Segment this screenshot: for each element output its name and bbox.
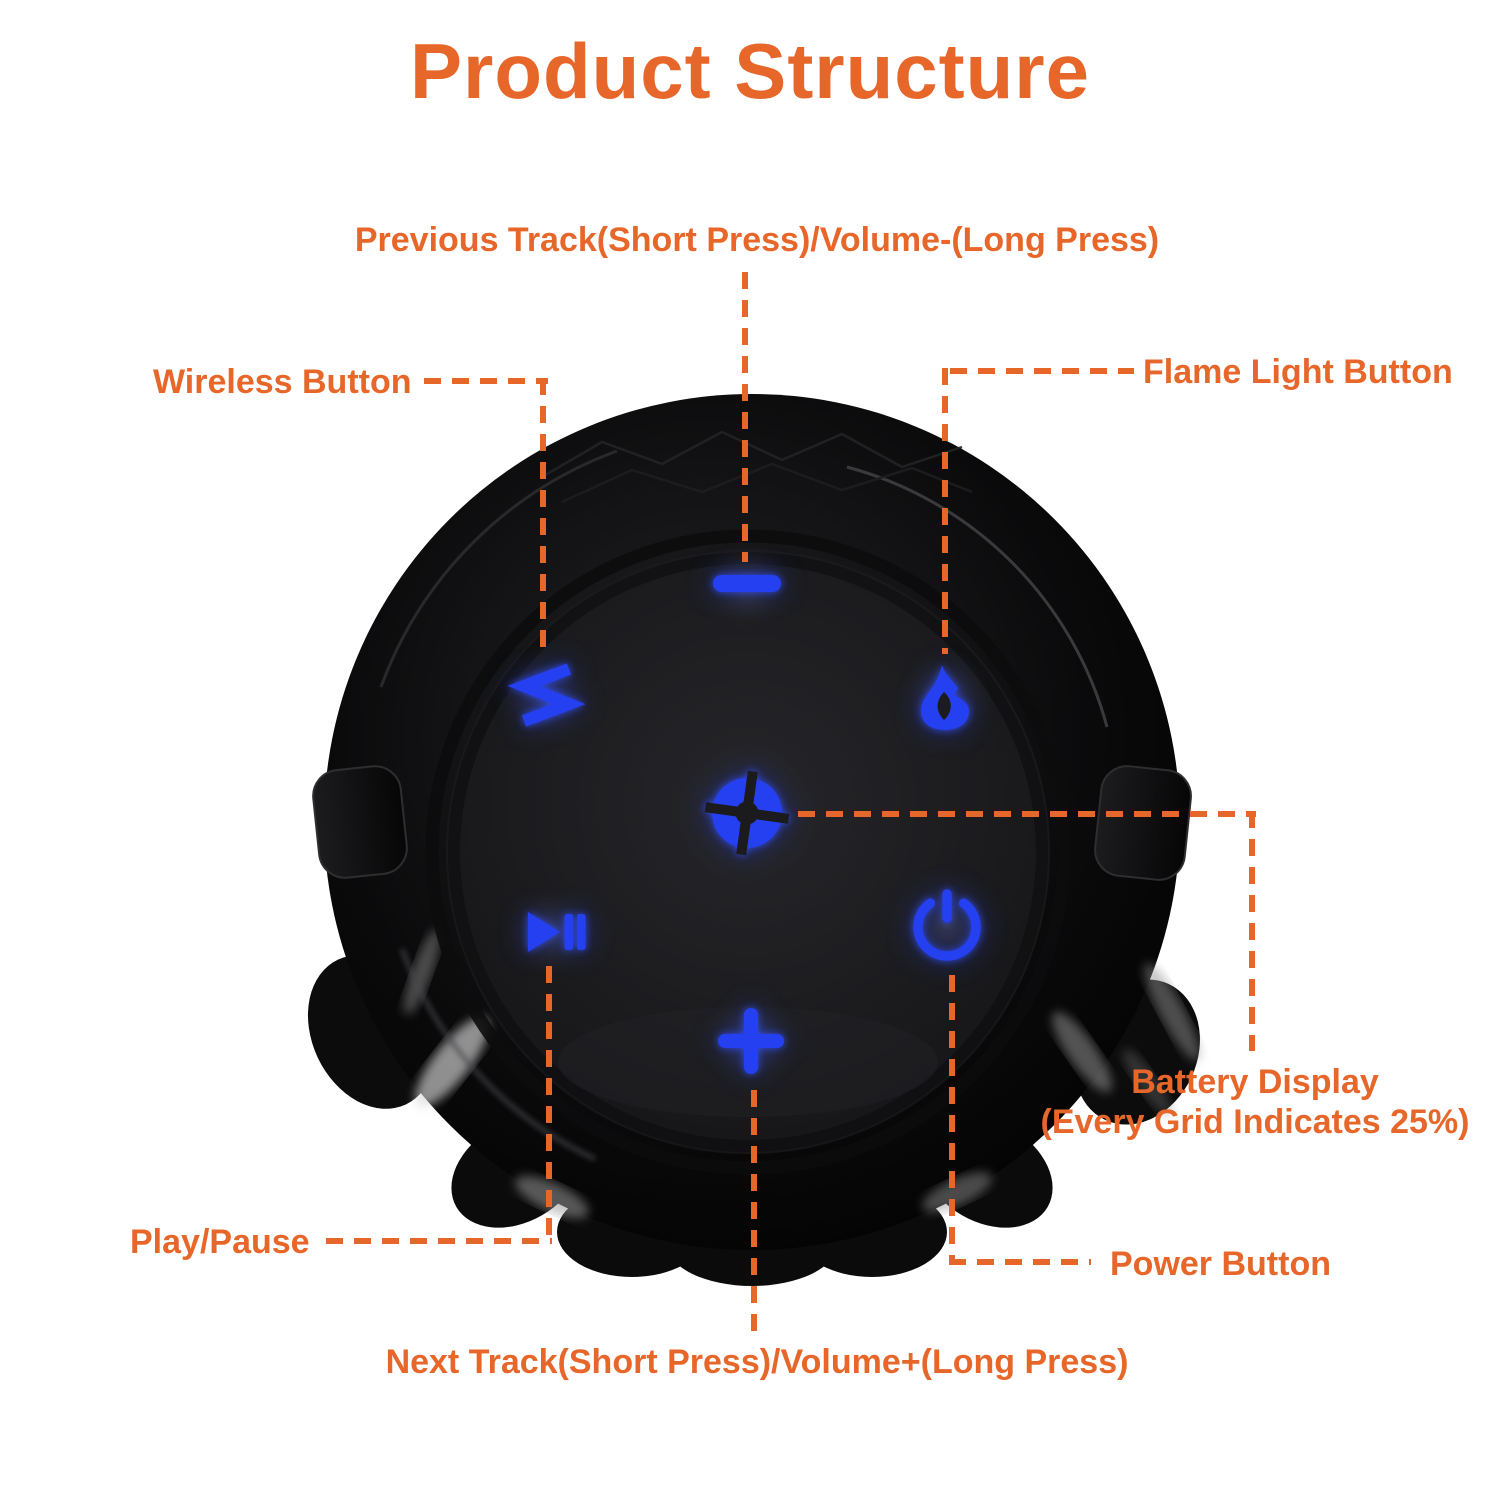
callout-line-battery-v <box>1249 811 1255 1051</box>
label-battery-line2: (Every Grid Indicates 25%) <box>1040 1103 1470 1141</box>
page-title: Product Structure <box>409 27 1091 115</box>
label-play-pause: Play/Pause <box>130 1223 310 1261</box>
speaker-rim-texture <box>379 430 1109 1161</box>
label-battery-line1: Battery Display <box>1131 1063 1379 1101</box>
handle-knobs <box>312 765 1192 881</box>
power-icon <box>913 889 981 961</box>
label-next-track: Next Track(Short Press)/Volume+(Long Pre… <box>385 1343 1129 1381</box>
flame-icon <box>921 665 969 730</box>
callout-line-flame-v <box>942 368 948 654</box>
wireless-zigzag-icon <box>507 663 586 727</box>
callout-line-play-h <box>326 1238 552 1244</box>
callout-line-flame-h <box>950 368 1134 374</box>
label-battery-display: Battery Display (Every Grid Indicates 25… <box>1005 1062 1500 1142</box>
label-wireless-button: Wireless Button <box>153 363 412 401</box>
speaker-top-view <box>307 394 1200 1286</box>
callout-line-wireless-v <box>540 378 546 654</box>
label-previous-track: Previous Track(Short Press)/Volume-(Long… <box>354 221 1160 259</box>
plus-icon <box>718 1008 784 1074</box>
handle-knob-left <box>312 765 408 879</box>
callout-line-battery-h <box>798 811 1256 817</box>
minus-icon <box>713 575 781 592</box>
callout-line-play-v <box>546 966 552 1244</box>
callout-line-wireless-h <box>424 378 548 384</box>
handle-knob-right <box>1094 765 1192 881</box>
callout-line-next-track <box>751 1090 757 1332</box>
label-flame-light-button: Flame Light Button <box>1143 353 1453 391</box>
label-power-button: Power Button <box>1110 1245 1331 1283</box>
play-pause-icon <box>528 912 586 952</box>
speaker-reflections <box>403 929 1200 1219</box>
quad-circle-icon <box>704 770 790 856</box>
callout-line-power-v <box>949 975 955 1265</box>
callout-line-power-h <box>949 1259 1091 1265</box>
callout-line-previous-track <box>742 272 748 562</box>
